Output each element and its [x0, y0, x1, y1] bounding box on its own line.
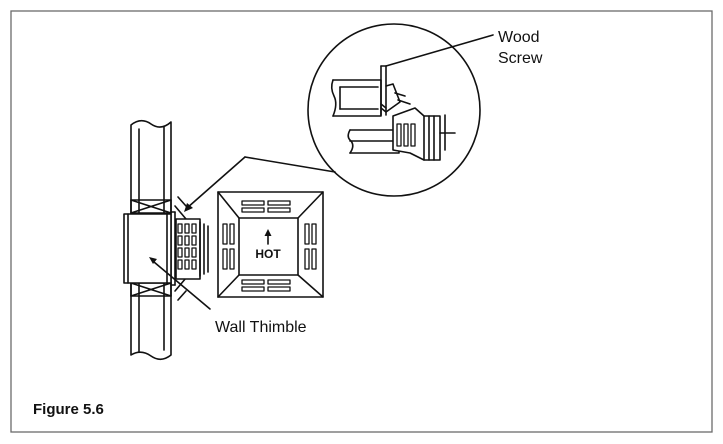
- wall-thimble-leader: [153, 261, 211, 310]
- hot-stamp: HOT: [255, 247, 281, 261]
- detail-magnifier: [307, 23, 494, 197]
- wood-screw-label-line1: Wood: [498, 29, 540, 46]
- wall-thimble-label: Wall Thimble: [215, 319, 307, 336]
- up-arrow-icon: [264, 229, 272, 236]
- figure-caption: Figure 5.6: [33, 401, 104, 418]
- pipe-side-view: [175, 218, 209, 280]
- wood-screw-label-line2: Screw: [498, 50, 543, 67]
- detail-leader: [186, 156, 336, 209]
- pipe-end-view: [217, 191, 324, 298]
- wall-thimble: [123, 196, 187, 301]
- detail-leader-arrowhead: [184, 203, 193, 212]
- figure-frame: [10, 10, 713, 433]
- wall-thimble-arrowhead: [149, 257, 157, 264]
